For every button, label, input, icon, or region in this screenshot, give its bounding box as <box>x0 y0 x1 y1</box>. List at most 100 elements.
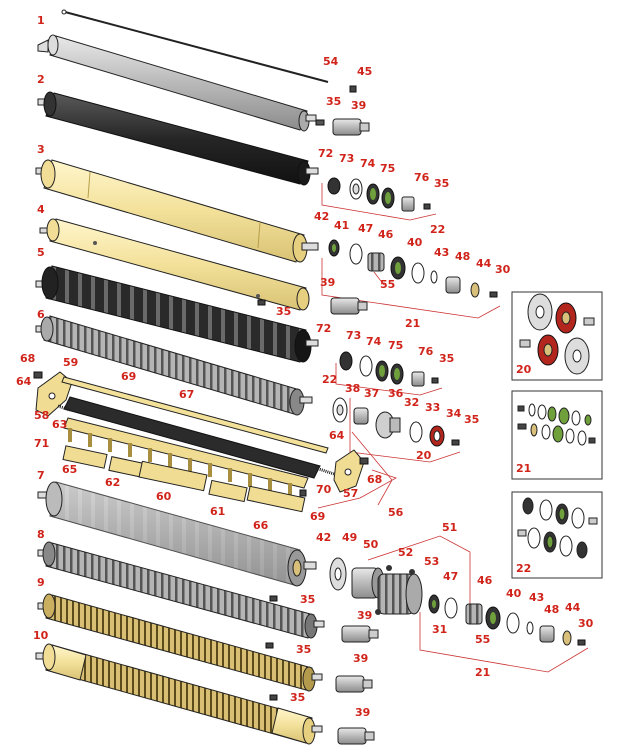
callout-21-a: 21 <box>405 317 421 330</box>
bolt-35-upper <box>315 119 325 126</box>
callout-57: 57 <box>343 487 359 500</box>
bolt-69-lower <box>299 489 307 497</box>
washer-49 <box>329 557 347 591</box>
callout-71: 71 <box>34 437 50 450</box>
callout-45: 45 <box>357 65 373 78</box>
callout-50: 50 <box>363 538 379 551</box>
callout-69-b: 69 <box>310 510 326 523</box>
callout-2: 2 <box>37 73 45 86</box>
group-bracket-51 <box>367 535 471 620</box>
callout-38: 38 <box>345 382 361 395</box>
spring-70 <box>315 466 335 476</box>
callout-33: 33 <box>425 401 441 414</box>
group-bracket-21-upper <box>321 258 501 319</box>
roller-4-yellow <box>39 218 310 311</box>
callout-68-a: 68 <box>20 352 36 365</box>
spring-63 <box>57 404 71 412</box>
callout-49: 49 <box>342 531 358 544</box>
callout-30-a: 30 <box>495 263 511 276</box>
callout-64-b: 64 <box>329 429 345 442</box>
callout-46-a: 46 <box>378 228 394 241</box>
plate-61 <box>208 479 248 503</box>
callout-39-d: 39 <box>353 652 369 665</box>
callout-1: 1 <box>37 14 45 27</box>
callout-61: 61 <box>210 505 226 518</box>
callout-76-b: 76 <box>418 345 434 358</box>
bolts-35-lower <box>265 595 278 701</box>
callout-55-b: 55 <box>475 633 491 646</box>
callout-6: 6 <box>37 308 45 321</box>
callout-35-b: 35 <box>434 177 450 190</box>
callout-37: 37 <box>364 387 380 400</box>
bushings-39-lower <box>335 625 379 745</box>
callout-36: 36 <box>388 387 404 400</box>
group-bracket-22-lower <box>335 363 443 396</box>
roller-3-yellow <box>35 159 319 263</box>
callout-52: 52 <box>398 546 414 559</box>
hub-51 <box>375 565 423 615</box>
callout-72-b: 72 <box>316 322 332 335</box>
callout-35-g: 35 <box>296 643 312 656</box>
callout-46-b: 46 <box>477 574 493 587</box>
bearing-stack-21-lower <box>428 594 586 646</box>
callout-21-b: 21 <box>475 666 491 679</box>
callout-67: 67 <box>179 388 195 401</box>
bushing-39-mid <box>330 297 368 315</box>
bearing-stack-21-upper <box>328 239 498 298</box>
nut-45 <box>349 85 357 93</box>
callout-42-a: 42 <box>314 210 330 223</box>
callout-75-b: 75 <box>388 339 404 352</box>
callout-43-b: 43 <box>529 591 545 604</box>
callout-59: 59 <box>63 356 79 369</box>
callout-75-a: 75 <box>380 162 396 175</box>
callout-20-a: 20 <box>416 449 432 462</box>
side-bracket-right-57 <box>333 449 369 493</box>
callout-55-a: 55 <box>380 278 396 291</box>
roller-5-black-lobed <box>35 265 319 363</box>
callout-35-e: 35 <box>464 413 480 426</box>
callout-39-e: 39 <box>355 706 371 719</box>
callout-30-b: 30 <box>578 617 594 630</box>
callout-72-a: 72 <box>318 147 334 160</box>
group-bracket-20 <box>349 398 461 463</box>
group-bracket-21-lower <box>419 612 589 673</box>
callout-48-a: 48 <box>455 250 471 263</box>
callout-31: 31 <box>432 623 448 636</box>
detail-box-21 <box>511 390 603 480</box>
bar-71-comb <box>63 417 309 497</box>
callout-34: 34 <box>446 407 462 420</box>
callout-41: 41 <box>334 219 350 232</box>
callout-4: 4 <box>37 203 45 216</box>
bar-59 <box>61 376 329 454</box>
callout-66: 66 <box>253 519 269 532</box>
group-bracket-22-upper <box>321 183 437 221</box>
callout-8: 8 <box>37 528 45 541</box>
plate-60 <box>138 460 208 492</box>
callout-62: 62 <box>105 476 121 489</box>
callout-35-c: 35 <box>276 305 292 318</box>
callout-48-b: 48 <box>544 603 560 616</box>
callout-9: 9 <box>37 576 45 589</box>
callout-35-h: 35 <box>290 691 306 704</box>
bar-67-black <box>63 396 321 479</box>
callout-32: 32 <box>404 396 420 409</box>
roller-7-gray-lobed <box>37 481 317 587</box>
callout-21-c: 21 <box>516 462 532 475</box>
callout-39-b: 39 <box>320 276 336 289</box>
roller-10-yellow-brass <box>35 643 323 745</box>
bushing-39-upper <box>332 118 370 136</box>
callout-74-a: 74 <box>360 157 376 170</box>
callout-69-a: 69 <box>121 370 137 383</box>
callout-7: 7 <box>37 469 45 482</box>
callout-22-a: 22 <box>430 223 446 236</box>
callout-10: 10 <box>33 629 49 642</box>
callout-39-c: 39 <box>357 609 373 622</box>
callout-53: 53 <box>424 555 440 568</box>
side-bracket-left-58 <box>33 371 73 417</box>
callout-35-f: 35 <box>300 593 316 606</box>
bolt-35-mid <box>257 299 266 306</box>
callout-43-a: 43 <box>434 246 450 259</box>
roller-6-gray-grooved <box>35 315 313 416</box>
callout-63: 63 <box>52 418 68 431</box>
callout-76-a: 76 <box>414 171 430 184</box>
